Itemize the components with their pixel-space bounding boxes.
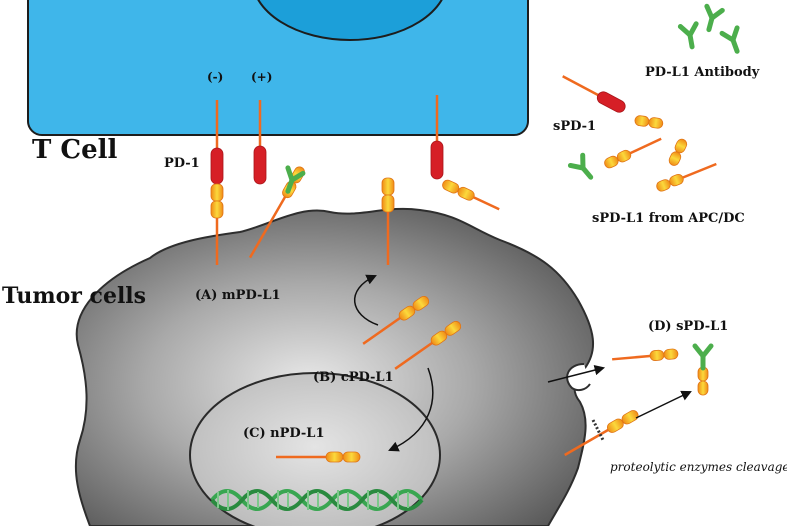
spd1-free — [562, 75, 626, 113]
label-cleavage: proteolytic enzymes cleavage — [610, 460, 787, 474]
label-spdl1-d: (D) sPD-L1 — [648, 319, 728, 334]
arrow-cleavage-release — [635, 390, 692, 419]
label-spd1: sPD-1 — [553, 119, 596, 134]
spdl1-bound-far — [442, 179, 500, 211]
spdl1-free-3 — [668, 138, 688, 166]
pd1-receptor-far — [430, 95, 444, 180]
label-pd1: PD-1 — [164, 156, 200, 171]
cpdl1-1 — [362, 295, 430, 345]
tumor-nucleus — [189, 372, 441, 526]
label-npdl1: (C) nPD-L1 — [243, 426, 325, 441]
label-t-cell: T Cell — [32, 135, 118, 165]
label-tumor-cells: Tumor cells — [2, 283, 146, 309]
label-mpdl1: (A) mPD-L1 — [195, 288, 281, 303]
spdl1-antibody-complex — [697, 366, 709, 396]
antibody-on-spdl1 — [695, 346, 711, 368]
mpdl1-emerging — [381, 177, 395, 265]
t-cell — [27, 0, 529, 136]
label-inhibitory: (-) — [207, 70, 223, 84]
mpdl1-cleaving — [564, 410, 639, 457]
antibody-free-4 — [570, 155, 596, 182]
antibody-free-3 — [722, 28, 745, 54]
pd1-receptor-right — [253, 100, 267, 185]
spdl1-free-2 — [604, 137, 662, 169]
label-stimulatory: (+) — [251, 70, 272, 84]
spdl1-free-1 — [634, 115, 664, 129]
antibody-free-2 — [701, 6, 722, 31]
arrow-membrane-recycle — [354, 274, 379, 326]
dna-helix — [210, 489, 424, 511]
arrow-secretion — [547, 364, 606, 383]
cpdl1-2 — [394, 320, 462, 370]
t-cell-nucleus — [257, 0, 443, 41]
arrow-to-nucleus — [388, 367, 434, 452]
pd1-receptor-left — [210, 100, 224, 185]
membrane-pore — [566, 363, 591, 392]
antibody-free-1 — [680, 24, 700, 48]
label-cpdl1: (B) cPD-L1 — [313, 370, 394, 385]
label-spdl1-apc: sPD-L1 from APC/DC — [592, 211, 745, 226]
label-antibody: PD-L1 Antibody — [645, 65, 760, 80]
npdl1 — [276, 451, 361, 463]
mpdl1-bound — [210, 183, 224, 265]
spdl1-released — [612, 348, 679, 361]
spdl1-free-4 — [656, 162, 717, 192]
